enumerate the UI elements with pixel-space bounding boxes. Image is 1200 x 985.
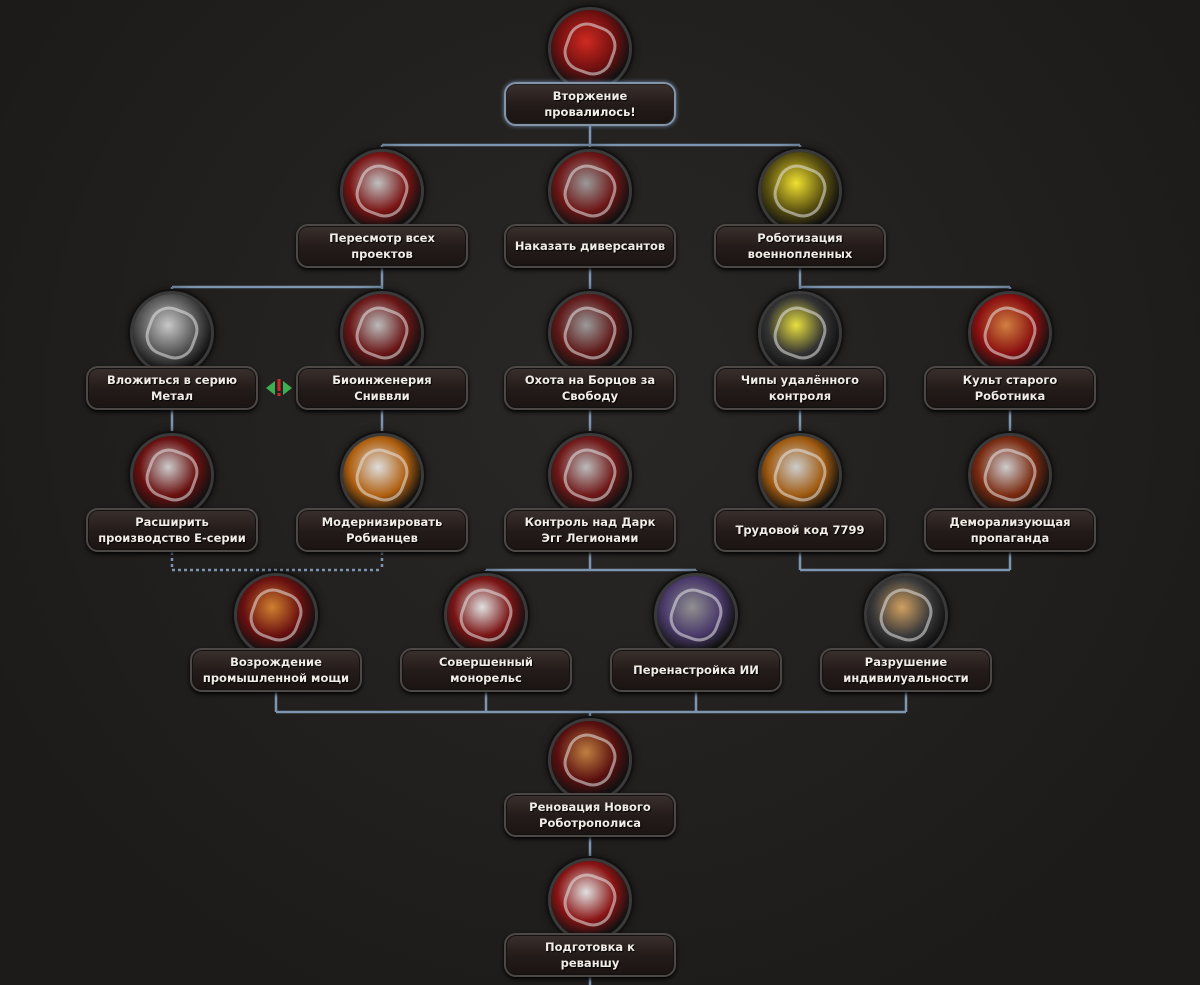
connector-row2-row3	[170, 410, 1012, 442]
robotnik-cult-icon	[971, 294, 1049, 372]
robot-fist-icon	[551, 152, 629, 230]
focus-label: Роботизация военнопленных	[714, 224, 886, 268]
propaganda-robot-icon	[971, 436, 1049, 514]
focus-label: Расширить производство Е-серии	[86, 508, 258, 552]
connector-row3-right	[798, 552, 1012, 582]
focus-label: Деморализующая пропаганда	[924, 508, 1096, 552]
focus-punish-saboteurs[interactable]: Наказать диверсантов	[504, 152, 676, 268]
robian-gear-icon	[343, 436, 421, 514]
focus-label: Наказать диверсантов	[504, 224, 676, 268]
control-chip-icon	[761, 294, 839, 372]
focus-new-robotropolis[interactable]: Реновация Нового Роботрополиса	[504, 721, 676, 837]
bioengineering-flask-icon	[343, 294, 421, 372]
eggman-emblem-icon	[343, 152, 421, 230]
focus-label: Биоинженерия Сниввли	[296, 366, 468, 410]
e-series-robot-icon	[133, 436, 211, 514]
connector-row1-right	[798, 268, 1012, 300]
connector-row4-merge	[274, 692, 908, 726]
focus-remote-control-chips[interactable]: Чипы удалённого контроля	[714, 294, 886, 410]
focus-label: Чипы удалённого контроля	[714, 366, 886, 410]
focus-industrial-revival[interactable]: Возрождение промышленной мощи	[190, 576, 362, 692]
industrial-might-icon	[237, 576, 315, 654]
focus-label: Перенастройка ИИ	[610, 648, 782, 692]
focus-dark-egg-legions[interactable]: Контроль над Дарк Эгг Легионами	[504, 436, 676, 552]
robotropolis-heart-icon	[551, 721, 629, 799]
focus-label: Модернизировать Робианцев	[296, 508, 468, 552]
focus-label: Пересмотр всех проектов	[296, 224, 468, 268]
mutually-exclusive-icon	[266, 379, 292, 396]
focus-metal-series[interactable]: Вложиться в серию Метал	[86, 294, 258, 410]
monorail-chevron-icon	[447, 576, 525, 654]
dark-egg-legion-icon	[551, 436, 629, 514]
focus-hunt-freedom-fighters[interactable]: Охота на Борцов за Свободу	[504, 294, 676, 410]
focus-prepare-revenge[interactable]: Подготовка к реваншу	[504, 861, 676, 977]
focus-label: Возрождение промышленной мощи	[190, 648, 362, 692]
connector-row1-left	[170, 268, 384, 300]
focus-label: Совершенный монорельс	[400, 648, 572, 692]
connector-row3-mid	[484, 552, 698, 582]
chained-helmet-icon	[867, 576, 945, 654]
focus-expand-e-series[interactable]: Расширить производство Е-серии	[86, 436, 258, 552]
focus-label: Вторжение провалилось!	[504, 82, 676, 126]
labor-code-gear-icon	[761, 436, 839, 514]
revenge-flag-icon	[551, 861, 629, 939]
focus-label: Подготовка к реваншу	[504, 933, 676, 977]
focus-old-robotnik-cult[interactable]: Культ старого Роботника	[924, 294, 1096, 410]
focus-modernize-robians[interactable]: Модернизировать Робианцев	[296, 436, 468, 552]
focus-label: Разрушение индивилуальности	[820, 648, 992, 692]
focus-demoralizing-propaganda[interactable]: Деморализующая пропаганда	[924, 436, 1096, 552]
focus-label: Культ старого Роботника	[924, 366, 1096, 410]
focus-label: Реновация Нового Роботрополиса	[504, 793, 676, 837]
connector-row3-left-dotted	[170, 552, 384, 582]
focus-ai-reconfiguration[interactable]: Перенастройка ИИ	[610, 576, 782, 692]
failed-invasion-crest-icon	[551, 10, 629, 88]
focus-robotize-pows[interactable]: Роботизация военнопленных	[714, 152, 886, 268]
focus-snively-bioengineering[interactable]: Биоинженерия Сниввли	[296, 294, 468, 410]
focus-label: Вложиться в серию Метал	[86, 366, 258, 410]
focus-destroy-individuality[interactable]: Разрушение индивилуальности	[820, 576, 992, 692]
brain-wrench-icon	[657, 576, 735, 654]
metal-sonic-icon	[133, 294, 211, 372]
focus-review-projects[interactable]: Пересмотр всех проектов	[296, 152, 468, 268]
focus-perfect-monorail[interactable]: Совершенный монорельс	[400, 576, 572, 692]
focus-label: Охота на Борцов за Свободу	[504, 366, 676, 410]
focus-root[interactable]: Вторжение провалилось!	[504, 10, 676, 126]
focus-label: Трудовой код 7799	[714, 508, 886, 552]
focus-label: Контроль над Дарк Эгг Легионами	[504, 508, 676, 552]
lightning-skull-icon	[761, 152, 839, 230]
focus-labor-code-7799[interactable]: Трудовой код 7799	[714, 436, 886, 552]
freedom-fighters-hunt-icon	[551, 294, 629, 372]
